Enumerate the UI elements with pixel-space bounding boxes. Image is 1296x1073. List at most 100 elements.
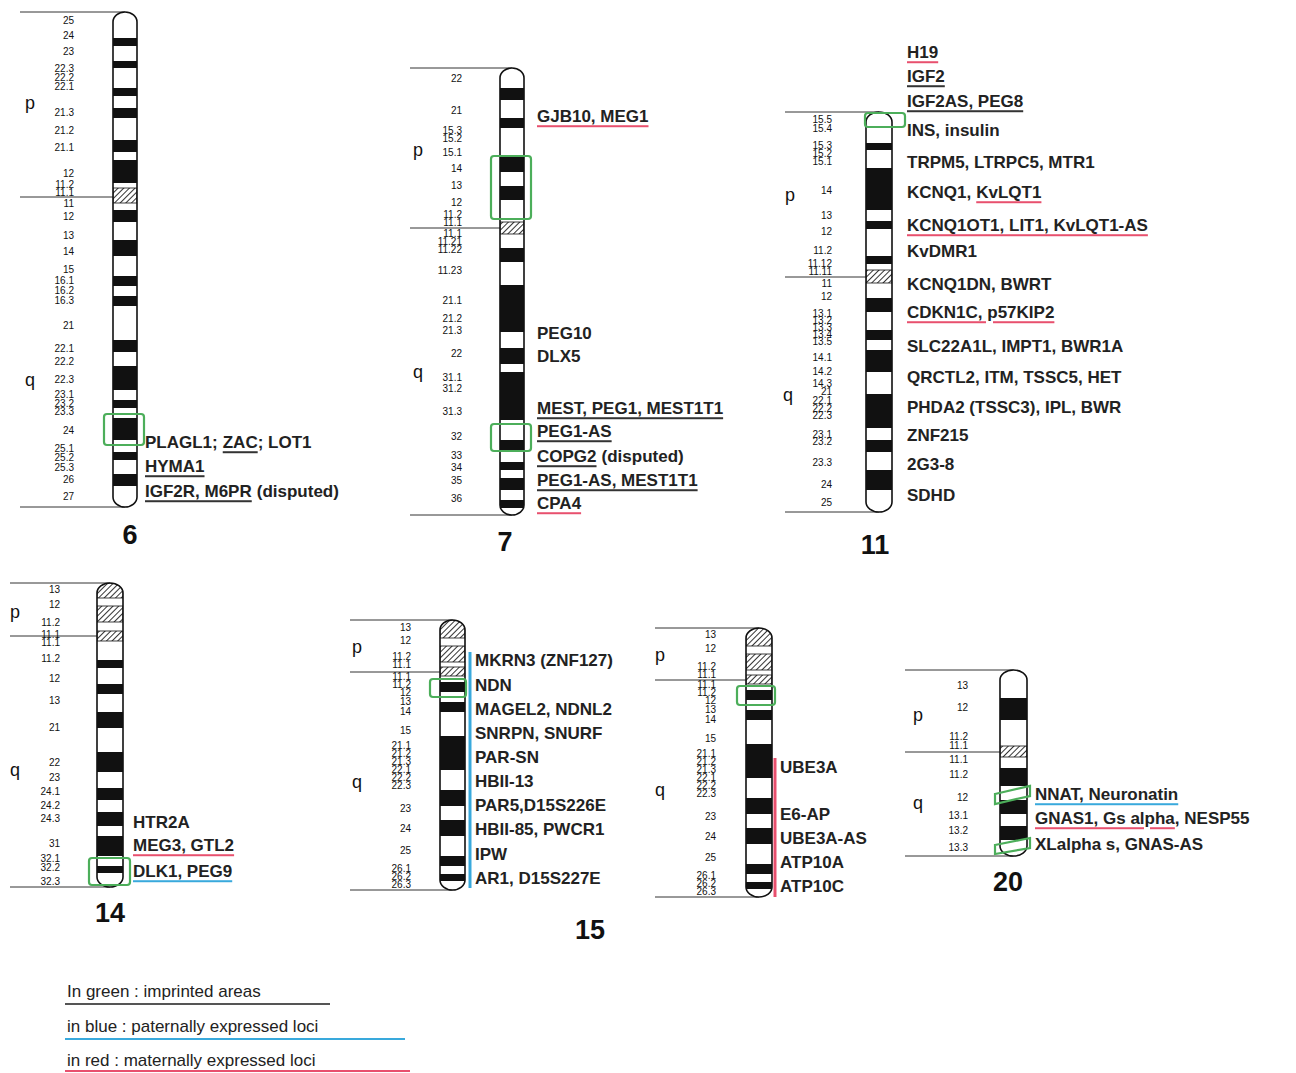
band-number: 35 [451, 475, 462, 486]
dark-band [113, 418, 137, 440]
gene-row: IGF2 [907, 67, 945, 87]
dark-band [866, 330, 892, 340]
imprinted-area [865, 113, 905, 127]
gene-row: IPW [475, 845, 507, 865]
band-number: 21 [451, 105, 462, 116]
gene-label: XLalpha s, GNAS-AS [1035, 835, 1203, 855]
gene-label: ATP10C [780, 877, 844, 897]
band-number: 11.2 [41, 617, 60, 628]
band-number: 22.1 [55, 343, 74, 354]
band-reference-line [10, 887, 110, 888]
band-number: 25 [63, 15, 74, 26]
imprinted-area [491, 156, 531, 219]
gene-label: COPG2 [537, 447, 597, 467]
band-number: 22 [451, 348, 462, 359]
band-number: 13 [400, 622, 411, 633]
gene-label: IGF2R, M6PR [145, 482, 252, 502]
band-number: 12 [821, 291, 832, 302]
band-reference-line [350, 620, 453, 621]
gene-row: COPG2(disputed) [537, 447, 684, 467]
dark-band [866, 143, 892, 150]
band-number: 12 [957, 792, 968, 803]
band-number: 11.23 [438, 265, 462, 276]
arm-label: q [352, 772, 362, 793]
gene-row: PHDA2 (TSSC3), IPL, BWR [907, 398, 1121, 418]
dark-band [113, 160, 137, 183]
arm-label: p [10, 602, 20, 623]
dark-band [746, 864, 772, 874]
chromosome-outline [866, 112, 892, 512]
arm-label: p [25, 93, 35, 114]
band-number: 24 [400, 823, 411, 834]
band-reference-line [785, 512, 879, 513]
gene-label: PHDA2 (TSSC3), IPL, BWR [907, 398, 1121, 418]
chromosome-outline [500, 68, 524, 515]
band-number: 24 [63, 425, 74, 436]
band-number: 32.2 [41, 862, 60, 873]
band-number: 31.3 [443, 406, 462, 417]
dark-band [113, 400, 137, 408]
gene-row: KCNQ1DN, BWRT [907, 275, 1052, 295]
dark-band [1000, 826, 1027, 840]
gene-row: GJB10, MEG1 [537, 107, 649, 127]
chromosome-number: 15 [575, 915, 605, 946]
band-number: 25.2 [55, 452, 74, 463]
band-number: 13 [63, 230, 74, 241]
dark-band [440, 820, 465, 836]
dark-band [113, 38, 137, 46]
band-number: 22.1 [55, 81, 74, 92]
gene-row: PAR5,D15S226E [475, 796, 606, 816]
band-number: 15 [705, 733, 716, 744]
gene-row: XLalpha s, GNAS-AS [1035, 835, 1203, 855]
dark-band [866, 350, 892, 372]
gene-row: KCNQ1,KvLQT1 [907, 183, 1041, 203]
dark-band [866, 394, 892, 428]
band-number: 12 [451, 197, 462, 208]
gene-label: NDN [475, 676, 512, 696]
gene-row: UBE3A-AS [780, 829, 867, 849]
dark-band [746, 828, 772, 844]
band-number: 11.1 [443, 217, 462, 228]
gene-row: KvDMR1 [907, 242, 977, 262]
band-number: 13.2 [949, 825, 968, 836]
gene-row: KCNQ1OT1, LIT1, KvLQT1-AS [907, 216, 1148, 236]
legend-text: in red : maternally expressed loci [67, 1051, 316, 1070]
gene-label: UBE3A-AS [780, 829, 867, 849]
gene-row: MEG3, GTL2 [133, 836, 234, 856]
dark-band [1000, 768, 1027, 786]
band-number: 13 [821, 210, 832, 221]
legend-line [65, 1038, 405, 1040]
band-number: 23.2 [813, 436, 832, 447]
gene-row: MAGEL2, NDNL2 [475, 700, 612, 720]
imprinted-area [89, 858, 130, 885]
dark-band [113, 108, 137, 118]
band-number: 13 [705, 704, 716, 715]
gene-label: HBII-85, PWCR1 [475, 820, 604, 840]
band-reference-line [905, 670, 1014, 671]
arm-label: q [25, 370, 35, 391]
chromosome-outline [746, 628, 772, 897]
gene-row: HBII-13 [475, 772, 534, 792]
band-number: 33 [451, 450, 462, 461]
band-number: 21.3 [443, 325, 462, 336]
gene-row: DLX5 [537, 347, 580, 367]
arm-label: q [655, 780, 665, 801]
band-number: 12 [821, 226, 832, 237]
gene-label: AR1, D15S227E [475, 869, 601, 889]
band-number: 15.4 [813, 123, 832, 134]
band-reference-line [10, 583, 110, 584]
gene-row: HBII-85, PWCR1 [475, 820, 604, 840]
band-number: 14.1 [813, 352, 832, 363]
dark-band [113, 88, 137, 96]
gene-label: MAGEL2, NDNL2 [475, 700, 612, 720]
band-number: 32 [451, 431, 462, 442]
band-number: 21.2 [55, 125, 74, 136]
chromosome-ideogram [410, 68, 524, 515]
dark-band [113, 474, 137, 486]
band-number: 11.22 [438, 244, 462, 255]
legend-line [65, 1070, 410, 1072]
gene-row: GNAS1, Gs alpha, NESP55 [1035, 809, 1249, 829]
legend-text: in blue : paternally expressed loci [67, 1017, 318, 1036]
dark-band [866, 168, 892, 210]
